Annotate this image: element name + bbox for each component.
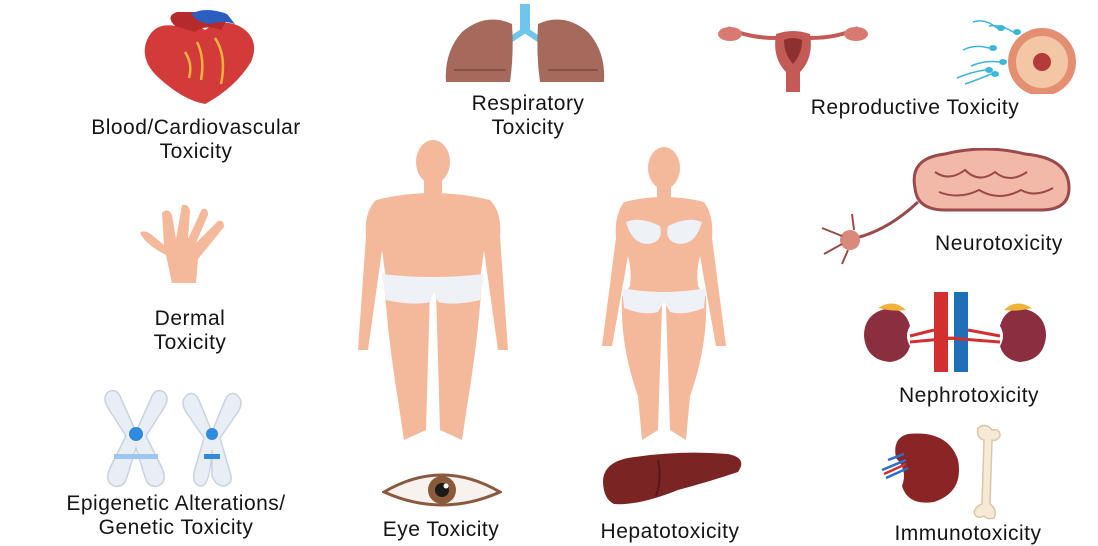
dermal-label: Dermal Toxicity bbox=[120, 307, 260, 355]
blood-cardio-label: Blood/Cardiovascular Toxicity bbox=[30, 116, 362, 164]
immuno-label: Immunotoxicity bbox=[850, 522, 1086, 546]
eye-icon bbox=[382, 468, 502, 512]
bone-icon bbox=[968, 424, 1008, 520]
lungs-icon bbox=[440, 4, 610, 86]
respiratory-label: Respiratory Toxicity bbox=[430, 92, 626, 140]
neuro-label: Neurotoxicity bbox=[900, 232, 1098, 256]
reproductive-label: Reproductive Toxicity bbox=[750, 96, 1080, 120]
hepato-label: Hepatotoxicity bbox=[560, 520, 780, 544]
eye-label: Eye Toxicity bbox=[348, 518, 534, 542]
brain-icon bbox=[905, 148, 1075, 220]
female-body-icon bbox=[594, 146, 734, 446]
spleen-icon bbox=[878, 430, 968, 506]
chromosome-icon bbox=[100, 388, 250, 490]
heart-icon bbox=[135, 8, 260, 104]
epigenetic-label: Epigenetic Alterations/ Genetic Toxicity bbox=[6, 492, 346, 540]
sperm-egg-icon bbox=[945, 14, 1090, 94]
kidneys-icon bbox=[860, 290, 1050, 372]
nephro-label: Nephrotoxicity bbox=[860, 384, 1078, 408]
hand-icon bbox=[138, 205, 246, 285]
liver-icon bbox=[598, 450, 748, 508]
male-body-icon bbox=[352, 140, 514, 450]
uterus-icon bbox=[708, 14, 878, 94]
